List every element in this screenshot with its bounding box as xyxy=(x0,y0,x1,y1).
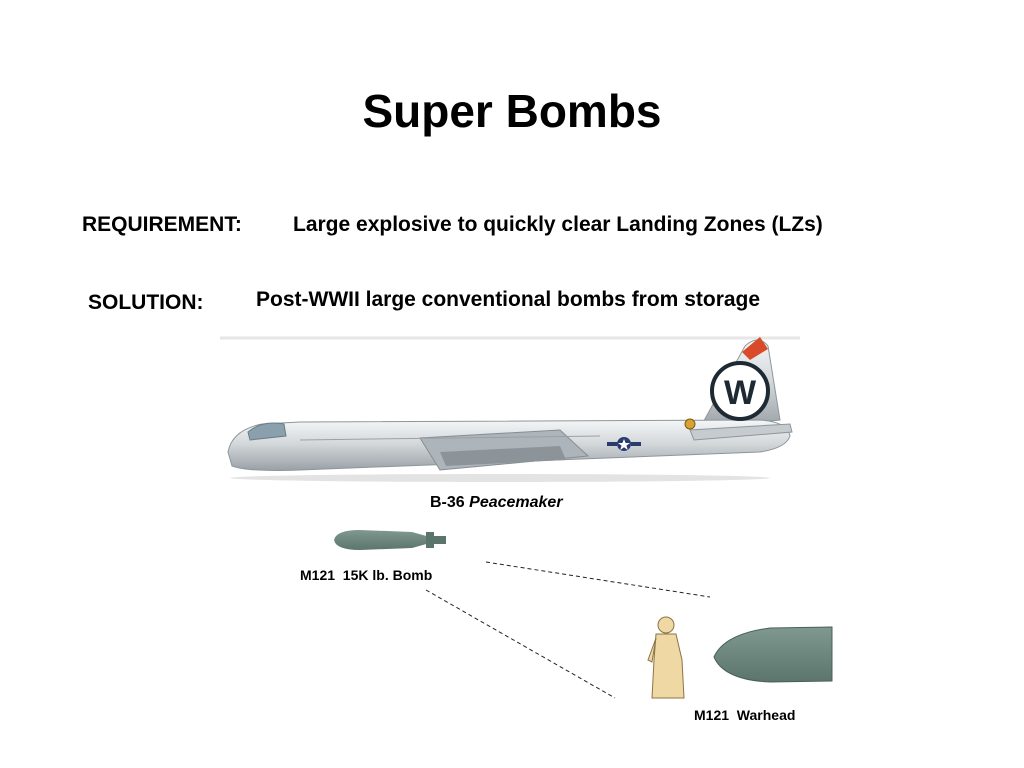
tail-stripe xyxy=(742,337,768,360)
m121-warhead-image xyxy=(713,626,833,683)
aircraft-name: B-36 xyxy=(430,494,465,511)
requirement-label: REQUIREMENT: xyxy=(82,213,242,236)
human-scale-figure xyxy=(647,616,685,699)
requirement-text: Large explosive to quickly clear Landing… xyxy=(293,213,823,236)
connector-line-bottom xyxy=(425,589,616,699)
slide-title: Super Bombs xyxy=(362,85,662,137)
solution-text: Post-WWII large conventional bombs from … xyxy=(256,288,761,311)
warhead-caption: M121 Warhead xyxy=(694,707,796,723)
b36-caption: B-36 Peacemaker xyxy=(430,494,563,512)
solution-label: SOLUTION: xyxy=(88,291,204,314)
tail-letter: W xyxy=(724,374,757,412)
bomb-caption: M121 15K lb. Bomb xyxy=(300,567,433,583)
tail-emblem-circle xyxy=(710,361,770,421)
connector-line-top xyxy=(485,561,711,598)
aircraft-nickname: Peacemaker xyxy=(469,494,563,511)
m121-bomb-image xyxy=(334,530,446,550)
b36-aircraft-image: W xyxy=(227,337,793,482)
